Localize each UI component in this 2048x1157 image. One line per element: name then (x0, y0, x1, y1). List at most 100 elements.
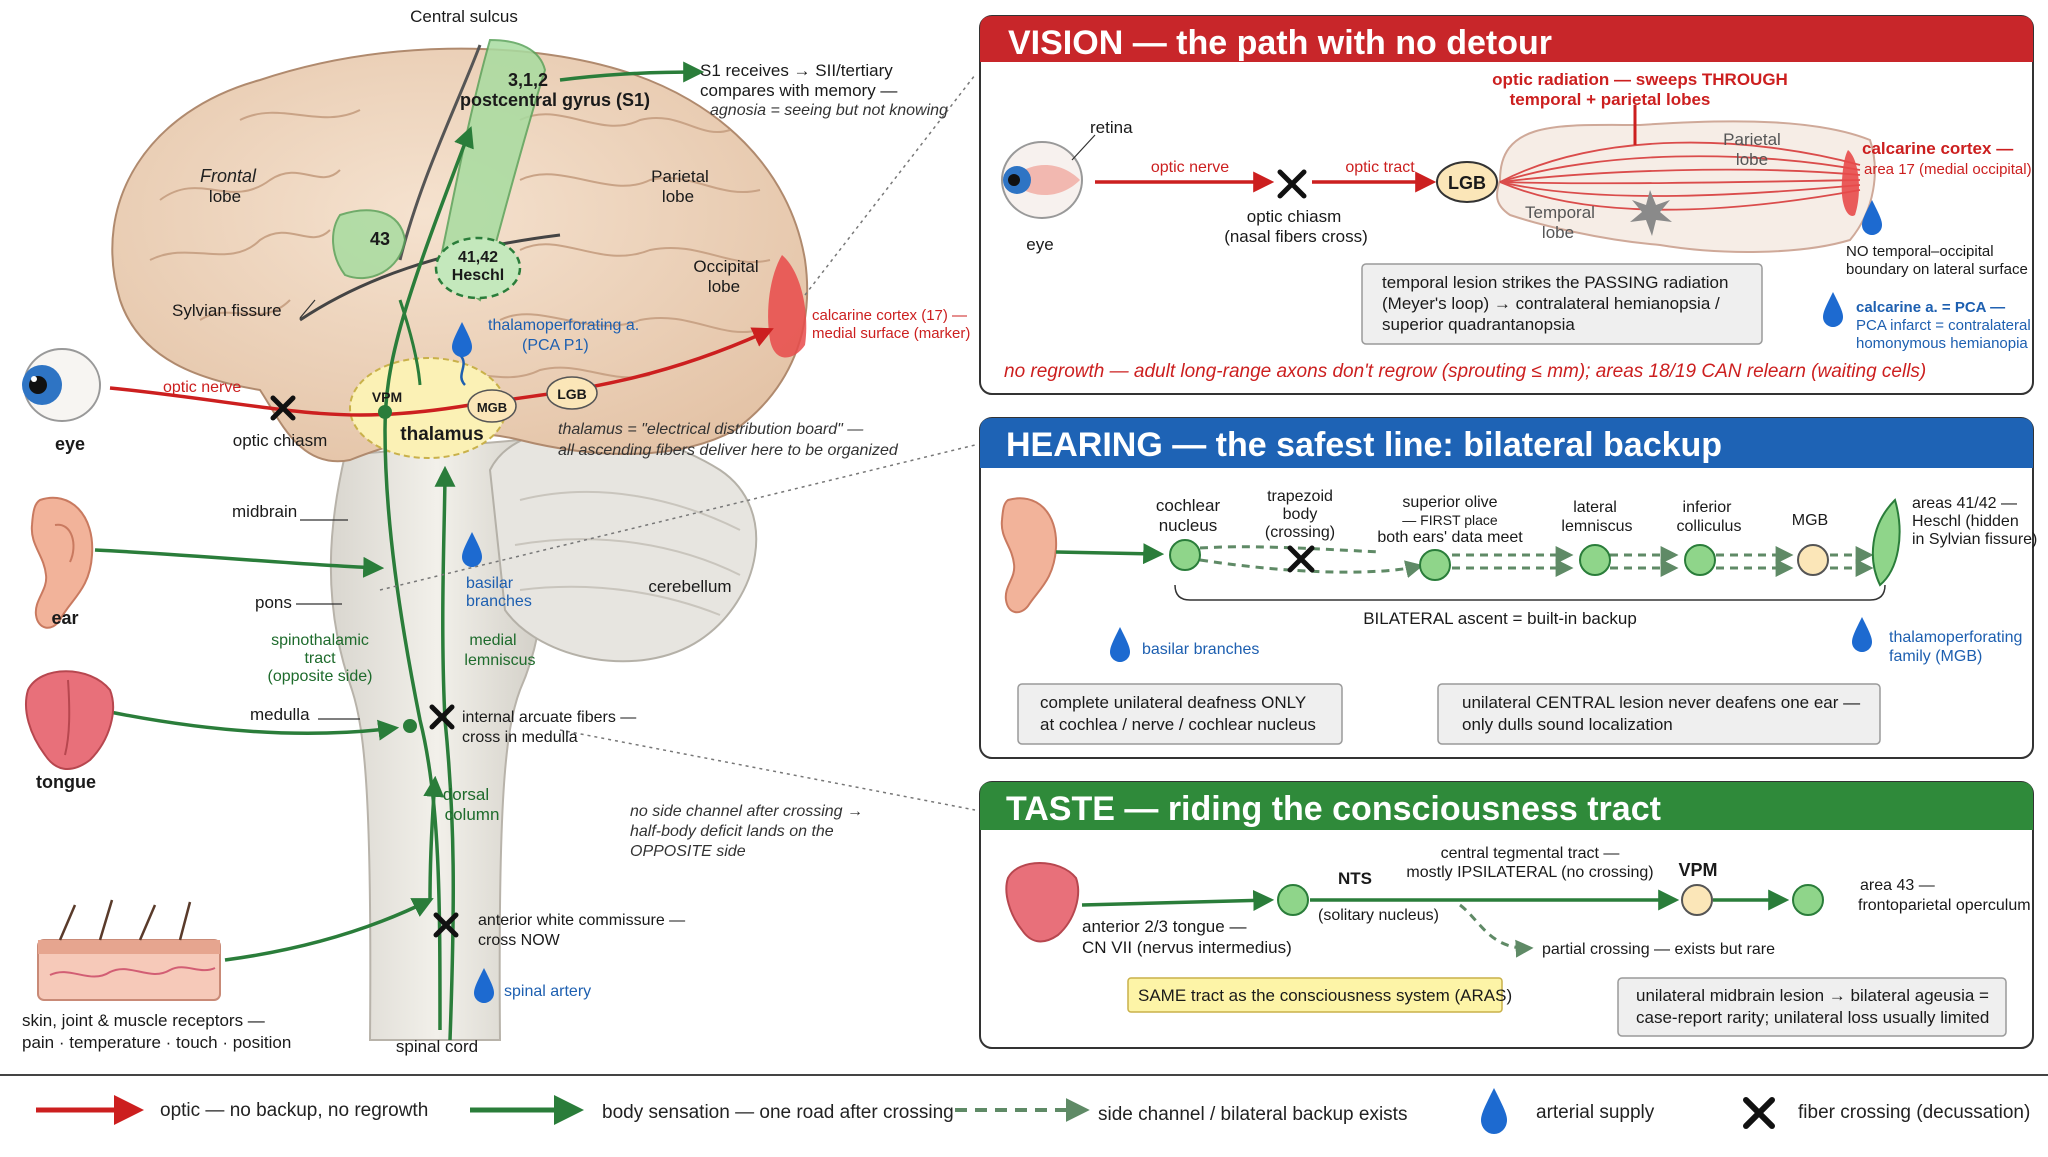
skin-label-2: pain · temperature · touch · position (22, 1033, 291, 1052)
brain-optic-chiasm-label: optic chiasm (233, 431, 327, 450)
vision-no-boundary-2: boundary on lateral surface (1846, 261, 2028, 278)
spinothalamic-label-1: spinothalamic (271, 632, 369, 649)
basilar-label-2: branches (466, 593, 532, 610)
taste-note-1: unilateral midbrain lesion → bilateral a… (1636, 986, 1989, 1005)
side-note-3: OPPOSITE side (630, 843, 746, 860)
sylvian-fissure-label: Sylvian fissure (172, 301, 282, 320)
hearing-lateral-node (1579, 544, 1611, 576)
hearing-trapezoid-label-2: body (1283, 506, 1318, 523)
dorsal-column-path (423, 775, 445, 901)
vision-eye-icon (1001, 141, 1083, 219)
legend-arterial-label: arterial supply (1536, 1102, 1655, 1123)
vpm-node (378, 405, 392, 419)
vision-optic-chiasm-label: optic chiasm (1247, 207, 1341, 226)
drop-spinal-artery-icon (474, 968, 494, 1003)
taste-input-path (109, 710, 400, 741)
leader-lines (379, 74, 976, 811)
hearing-trapezoid-label-1: trapezoid (1267, 488, 1333, 505)
hearing-cochlear-node (1169, 539, 1201, 571)
area-43-label: 43 (370, 229, 390, 249)
hearing-olive-label-2: — FIRST place (1402, 512, 1498, 528)
hearing-olive-label-3: both ears' data meet (1377, 529, 1523, 546)
thalamoperforating-label-1: thalamoperforating a. (488, 317, 639, 334)
taste-panel: TASTE — riding the consciousness tract N… (979, 781, 2034, 1049)
hearing-areas-label-2: Heschl (hidden (1912, 513, 2019, 530)
vision-temporal-label-1: Temporal (1525, 203, 1595, 222)
taste-area43-label-2: frontoparietal operculum (1858, 897, 2031, 914)
spinothalamic-label-2: tract (304, 650, 336, 667)
taste-same-label: SAME tract as the consciousness system (… (1138, 986, 1512, 1005)
hearing-cochlear-label-1: cochlear (1156, 496, 1221, 515)
ear-icon (30, 496, 94, 629)
hearing-ear-icon (1000, 497, 1058, 614)
s1-label: postcentral gyrus (S1) (460, 90, 650, 110)
heschl-label-2: Heschl (452, 267, 504, 284)
calcarine-label-1: calcarine cortex (17) — (812, 307, 967, 324)
vision-temporal-label-2: lobe (1542, 223, 1574, 242)
taste-vpm-label: VPM (1678, 860, 1717, 880)
taste-input-arrow (1081, 889, 1275, 911)
hearing-trapezoid-label-3: (crossing) (1265, 524, 1335, 541)
legend: optic — no backup, no regrowth body sens… (0, 1074, 2048, 1134)
spinothalamic-path (383, 126, 474, 1031)
legend-crossing-label: fiber crossing (decussation) (1798, 1102, 2030, 1123)
drop-basilar-icon (462, 532, 482, 567)
legend-body-label: body sensation — one road after crossing (602, 1102, 954, 1123)
vision-radiation-label-2: temporal + parietal lobes (1510, 90, 1711, 109)
thalamoperforating-label-2: (PCA P1) (522, 337, 589, 354)
cross-internal-arcuate-icon (429, 704, 455, 730)
s1-note-3: agnosia = seeing but not knowing (710, 102, 948, 119)
vision-no-boundary-1: NO temporal–occipital (1846, 243, 1994, 260)
vision-parietal-label-2: lobe (1736, 150, 1768, 169)
s1-strip (438, 38, 547, 302)
vision-eye-label: eye (1026, 235, 1053, 254)
s1-note-1: S1 receives → SII/tertiary (700, 61, 893, 80)
vpm-label: VPM (372, 389, 402, 405)
thalamus-label: thalamus (400, 424, 483, 445)
eye-icon (22, 348, 101, 422)
hearing-areas-label-1: areas 41/42 — (1912, 495, 2017, 512)
hearing-olive-label-1: superior olive (1402, 494, 1497, 511)
tongue-icon (24, 670, 115, 770)
taste-ctt-label-2: mostly IPSILATERAL (no crossing) (1406, 864, 1653, 881)
vision-title: VISION — the path with no detour (1008, 24, 1552, 62)
hearing-note-2-line-1: unilateral CENTRAL lesion never deafens … (1462, 693, 1860, 712)
medulla-label: medulla (250, 705, 310, 724)
taste-area43-label-1: area 43 — (1860, 877, 1935, 894)
awc-label-2: cross NOW (478, 932, 561, 949)
legend-cross-icon (1743, 1097, 1775, 1129)
central-sulcus-line (398, 44, 482, 261)
hearing-dashed-lines (1199, 545, 1874, 578)
taste-note-2: case-report rarity; unilateral loss usua… (1636, 1008, 1989, 1027)
s1-note-2: compares with memory — (700, 81, 897, 100)
skin-label-1: skin, joint & muscle receptors — (22, 1011, 265, 1030)
calcarine-label-2: medial surface (marker) (812, 325, 970, 342)
hearing-input-arrow (1055, 543, 1165, 565)
cross-anterior-commissure-icon (433, 912, 459, 938)
cerebellum-label: cerebellum (648, 577, 731, 596)
heschl-ellipse (434, 236, 522, 300)
vision-optic-tract-label: optic tract (1345, 159, 1415, 176)
vision-regrowth-note: no regrowth — adult long-range axons don… (1004, 361, 1926, 382)
hearing-note-1-line-1: complete unilateral deafness ONLY (1040, 693, 1306, 712)
vision-drop-icon (1862, 200, 1882, 235)
taste-partial-crossing-path (1459, 903, 1534, 958)
cross-optic-chiasm-icon (270, 395, 296, 421)
medial-lemniscus-label-1: medial (469, 632, 516, 649)
dorsal-column-label-1: dorsal (443, 785, 489, 804)
occipital-lobe-label-2: lobe (708, 277, 740, 296)
hearing-panel: HEARING — the safest line: bilateral bac… (979, 417, 2037, 759)
hearing-mgb-node (1797, 544, 1829, 576)
central-sulcus-label: Central sulcus (410, 7, 518, 26)
hearing-thalamo-label-1: thalamoperforating (1889, 629, 2022, 646)
brain-ear-label: ear (51, 608, 78, 628)
brain-lgb-label: LGB (557, 386, 587, 402)
heschl-to-s1-path (398, 299, 422, 386)
taste-partial-label: partial crossing — exists but rare (1542, 941, 1775, 958)
hearing-note-2-line-2: only dulls sound localization (1462, 715, 1673, 734)
heschl-label-1: 41,42 (458, 249, 498, 266)
dorsal-column-label-2: column (445, 805, 500, 824)
skin-input-path (224, 898, 434, 962)
basilar-label-1: basilar (466, 575, 514, 592)
